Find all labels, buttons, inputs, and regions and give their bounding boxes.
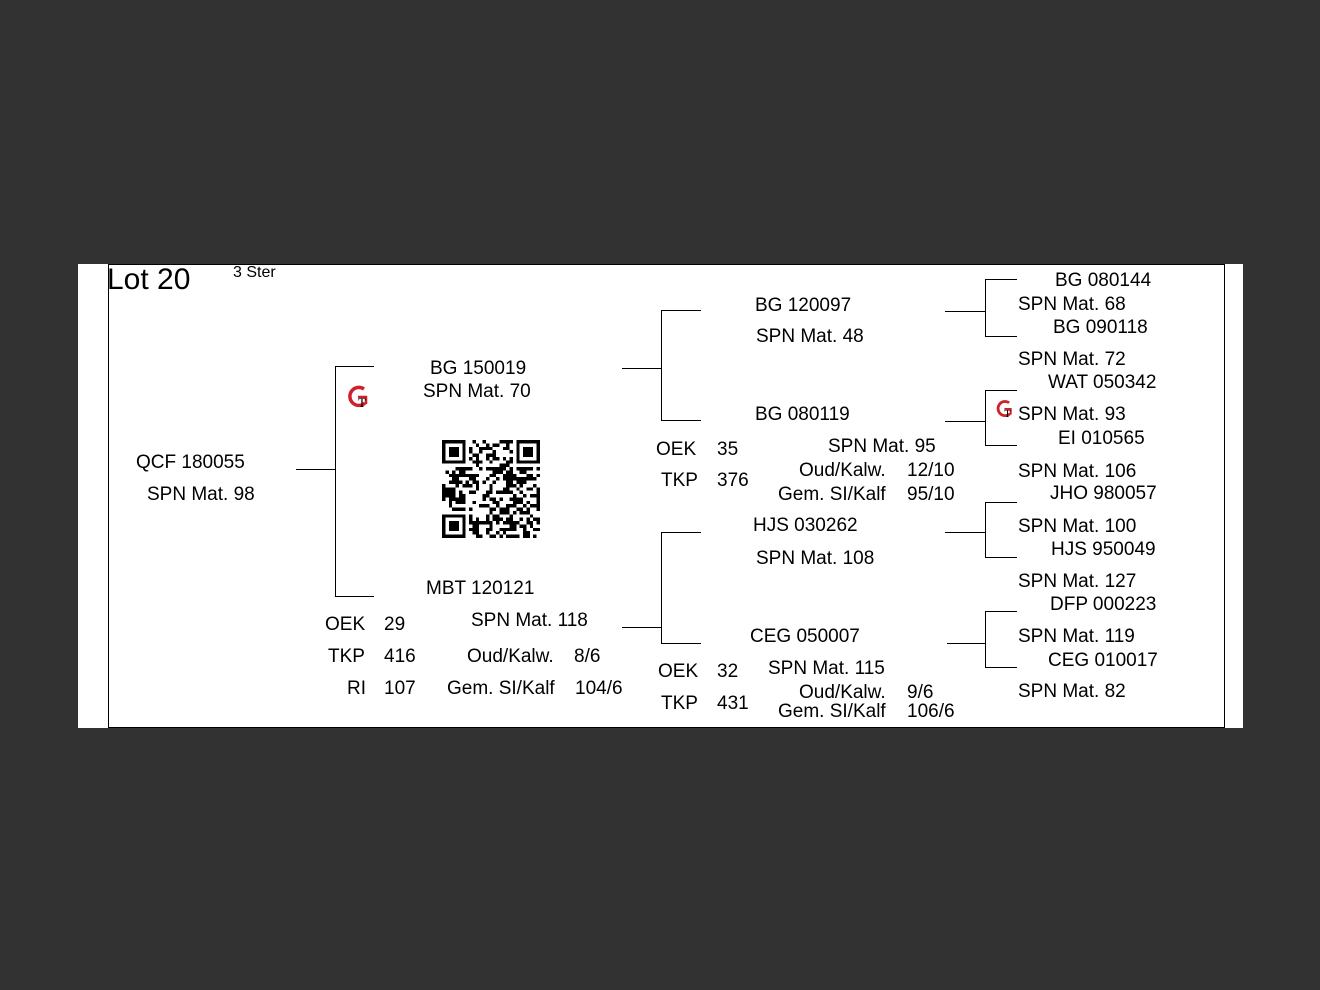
connector-line (985, 611, 986, 667)
connector-line (622, 627, 661, 628)
sire-dam-dam-spn: SPN Mat. 106 (1018, 461, 1137, 482)
connector-line (985, 390, 1017, 391)
dam-dam-oud-label: Oud/Kalw. (799, 682, 886, 703)
sire-dam-sire-id: WAT 050342 (1048, 372, 1157, 393)
dam-dam-oud-value: 9/6 (907, 682, 934, 703)
svg-text:T: T (358, 395, 366, 410)
connector-line (661, 532, 662, 643)
animal-id: QCF 180055 (136, 452, 245, 473)
sire-sire-id: BG 120097 (755, 295, 852, 316)
connector-line (985, 279, 1017, 280)
dam-ri-value: 107 (384, 678, 416, 699)
dam-tkp-value: 416 (384, 646, 416, 667)
dam-dam-tkp-value: 431 (717, 693, 749, 714)
dam-dam-spn: SPN Mat. 115 (768, 658, 885, 679)
gt-logo-icon: T (996, 400, 1012, 420)
sire-sire-dam-spn: SPN Mat. 72 (1018, 349, 1126, 370)
connector-line (661, 532, 701, 533)
connector-line (947, 643, 985, 644)
dam-oud-value: 8/6 (574, 646, 601, 667)
dam-dam-dam-spn: SPN Mat. 82 (1018, 681, 1126, 702)
connector-line (985, 667, 1017, 668)
dam-dam-gem-value: 106/6 (907, 701, 955, 722)
sire-dam-oek-value: 35 (717, 439, 739, 460)
dam-dam-sire-id: DFP 000223 (1050, 594, 1157, 615)
dam-sire-sire-id: JHO 980057 (1050, 483, 1157, 504)
connector-line (985, 502, 1017, 503)
sire-sire-sire-id: BG 080144 (1055, 270, 1152, 291)
dam-dam-sire-spn: SPN Mat. 119 (1018, 626, 1135, 647)
dam-oek-value: 29 (384, 614, 406, 635)
dam-sire-dam-id: HJS 950049 (1051, 539, 1156, 560)
dam-gem-value: 104/6 (575, 678, 623, 699)
svg-text:T: T (1004, 409, 1011, 420)
connector-line (335, 366, 336, 596)
dam-ri-label: RI (347, 678, 366, 699)
dam-gem-label: Gem. SI/Kalf (447, 678, 555, 699)
sire-dam-oek-label: OEK (656, 439, 697, 460)
dam-sire-sire-spn: SPN Mat. 100 (1018, 516, 1137, 537)
sire-dam-oud-value: 12/10 (907, 460, 955, 481)
connector-line (622, 368, 661, 369)
dam-sire-spn: SPN Mat. 108 (756, 548, 875, 569)
connector-line (985, 445, 1017, 446)
connector-line (985, 390, 986, 445)
connector-line (985, 611, 1017, 612)
dam-dam-oek-value: 32 (717, 661, 739, 682)
sire-dam-spn: SPN Mat. 95 (828, 436, 936, 457)
animal-spn: SPN Mat. 98 (147, 484, 255, 505)
sire-dam-tkp-label: TKP (661, 470, 698, 491)
connector-line (661, 310, 701, 311)
dam-oud-label: Oud/Kalw. (467, 646, 554, 667)
qr-code-icon (442, 440, 540, 538)
connector-line (335, 596, 374, 597)
connector-line (945, 311, 985, 312)
connector-line (661, 310, 662, 420)
connector-line (985, 279, 986, 336)
connector-line (985, 502, 986, 557)
dam-dam-gem-label: Gem. SI/Kalf (778, 701, 886, 722)
connector-line (985, 557, 1017, 558)
sire-sire-sire-spn: SPN Mat. 68 (1018, 294, 1126, 315)
dam-dam-id: CEG 050007 (750, 626, 860, 647)
sire-dam-sire-spn: SPN Mat. 93 (1018, 404, 1126, 425)
sire-dam-gem-value: 95/10 (907, 484, 955, 505)
connector-line (335, 366, 374, 367)
sire-dam-oud-label: Oud/Kalw. (799, 460, 886, 481)
sire-spn: SPN Mat. 70 (423, 381, 531, 402)
dam-sire-dam-spn: SPN Mat. 127 (1018, 571, 1137, 592)
dam-oek-label: OEK (325, 614, 366, 635)
dam-tkp-label: TKP (328, 646, 365, 667)
sire-dam-tkp-value: 376 (717, 470, 749, 491)
dam-id: MBT 120121 (426, 578, 535, 599)
dam-sire-id: HJS 030262 (753, 515, 858, 536)
dam-dam-tkp-label: TKP (661, 693, 698, 714)
sire-dam-gem-label: Gem. SI/Kalf (778, 484, 886, 505)
pedigree-frame (108, 264, 1225, 728)
lot-number: Lot 20 (107, 263, 191, 296)
gt-logo-icon: T (348, 385, 368, 410)
connector-line (296, 469, 335, 470)
pedigree-sheet: Lot 20 3 Ster QCF 180055 SPN Mat. 98 T B… (78, 264, 1243, 728)
dam-dam-oek-label: OEK (658, 661, 699, 682)
dam-spn: SPN Mat. 118 (471, 610, 588, 631)
sire-dam-id: BG 080119 (755, 404, 850, 425)
connector-line (661, 420, 701, 421)
sire-dam-dam-id: EI 010565 (1058, 428, 1145, 449)
sire-sire-spn: SPN Mat. 48 (756, 326, 864, 347)
connector-line (945, 421, 985, 422)
connector-line (661, 643, 701, 644)
connector-line (985, 336, 1017, 337)
dam-dam-dam-id: CEG 010017 (1048, 650, 1158, 671)
connector-line (945, 532, 985, 533)
star-rating: 3 Ster (233, 264, 276, 281)
sire-id: BG 150019 (430, 358, 527, 379)
sire-sire-dam-id: BG 090118 (1053, 317, 1148, 338)
